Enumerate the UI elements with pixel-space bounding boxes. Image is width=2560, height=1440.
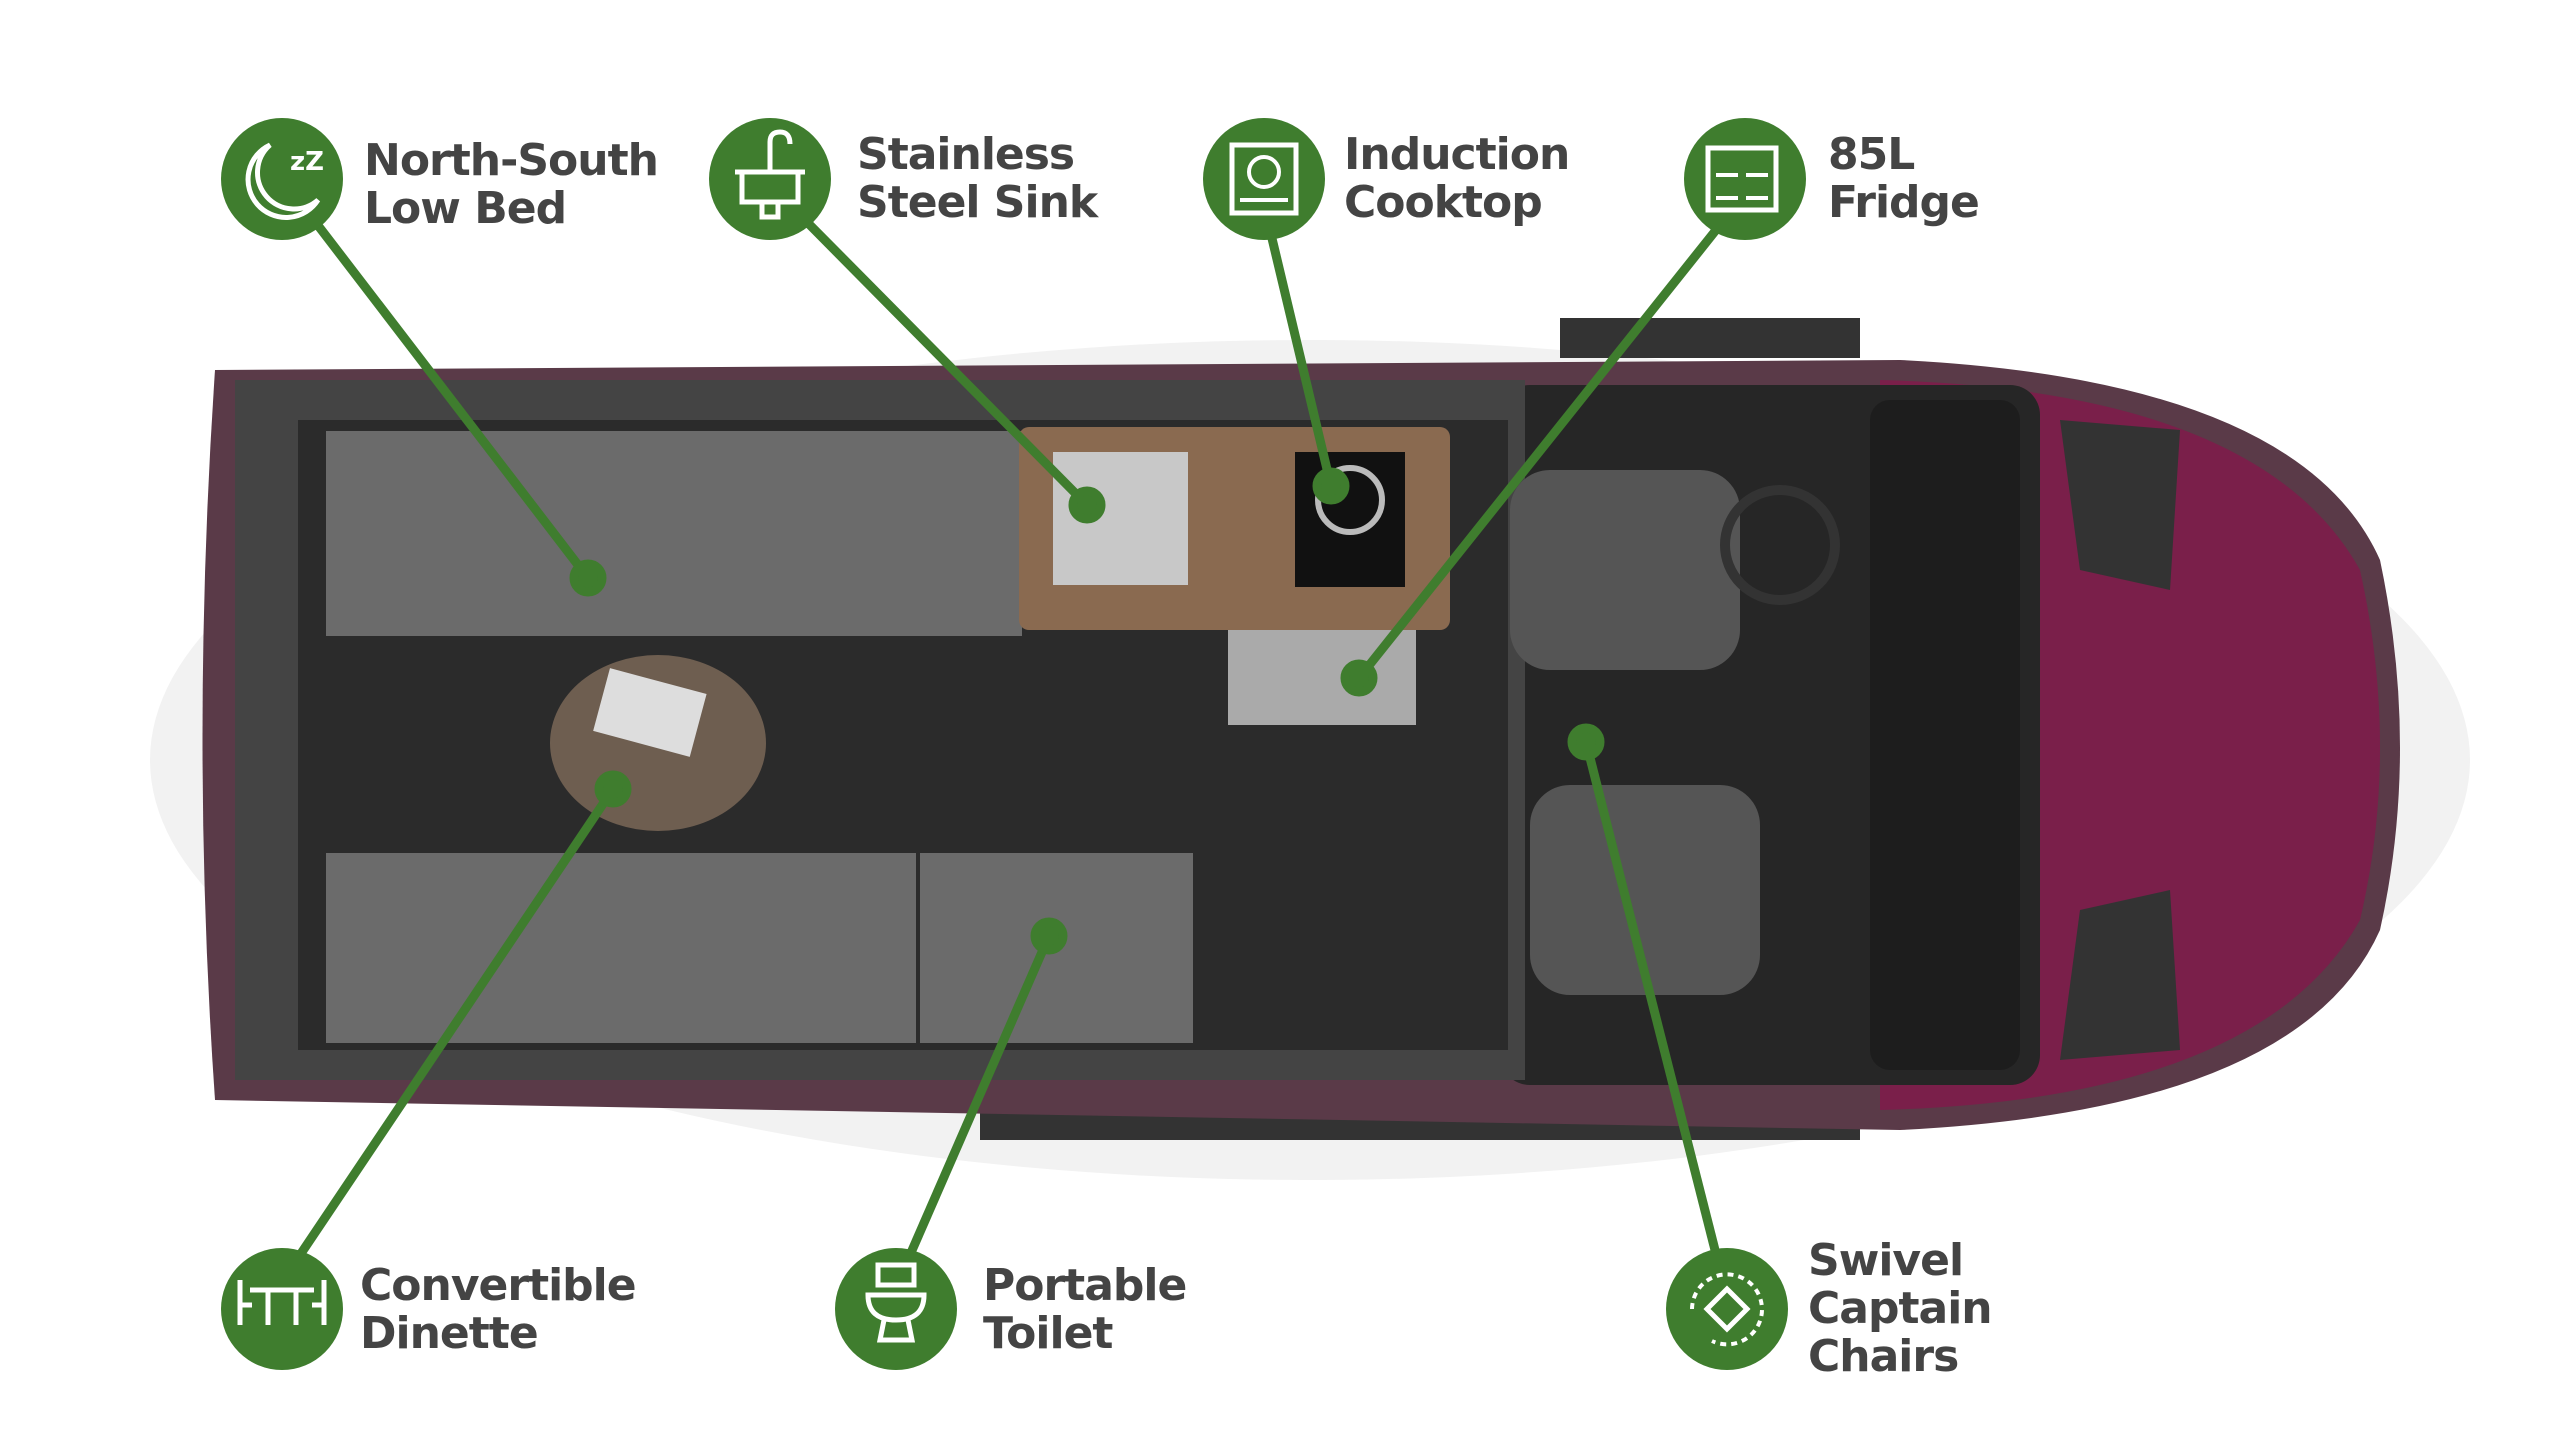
steering-wheel xyxy=(1720,485,1840,605)
leader-lines xyxy=(296,211,1724,1258)
toilet-icon xyxy=(835,1248,957,1370)
label-line: Convertible xyxy=(360,1260,637,1311)
driver-seat xyxy=(1510,470,1740,670)
laptop xyxy=(593,668,707,757)
label-line: Swivel xyxy=(1808,1235,1964,1286)
passenger-seat xyxy=(1530,785,1760,995)
induction-cooktop-icon xyxy=(1203,118,1325,240)
windshield xyxy=(1870,400,2020,1070)
moon-sleep-icon: zZ xyxy=(221,118,343,240)
label-line: 85L xyxy=(1828,129,1915,180)
label-line: Fridge xyxy=(1828,177,1980,228)
sink-icon xyxy=(709,118,831,240)
label-line: Cooktop xyxy=(1344,177,1543,228)
swivel-rotate-icon xyxy=(1666,1248,1788,1370)
label-line: Low Bed xyxy=(364,183,567,234)
label-line: Toilet xyxy=(983,1308,1113,1359)
dinette-table-icon xyxy=(221,1248,343,1370)
label-line: Steel Sink xyxy=(857,177,1098,228)
cooktop xyxy=(1295,452,1405,587)
svg-text:zZ: zZ xyxy=(290,147,324,177)
bench-seat xyxy=(326,853,916,1043)
cooktop-ring xyxy=(1315,465,1385,535)
label-line: Chairs xyxy=(1808,1331,1959,1382)
label-line: Portable xyxy=(983,1260,1187,1311)
label-line: Stainless xyxy=(857,129,1075,180)
label-line: Dinette xyxy=(360,1308,539,1359)
side-step-top xyxy=(1560,318,1860,358)
sink-basin xyxy=(1053,452,1188,585)
hood-vents xyxy=(2060,420,2180,1060)
bed xyxy=(326,431,1022,636)
fridge-icon xyxy=(1684,118,1806,240)
label-line: Captain xyxy=(1808,1283,1993,1334)
label-line: Induction xyxy=(1344,129,1570,180)
label-line: North-South xyxy=(364,135,659,186)
